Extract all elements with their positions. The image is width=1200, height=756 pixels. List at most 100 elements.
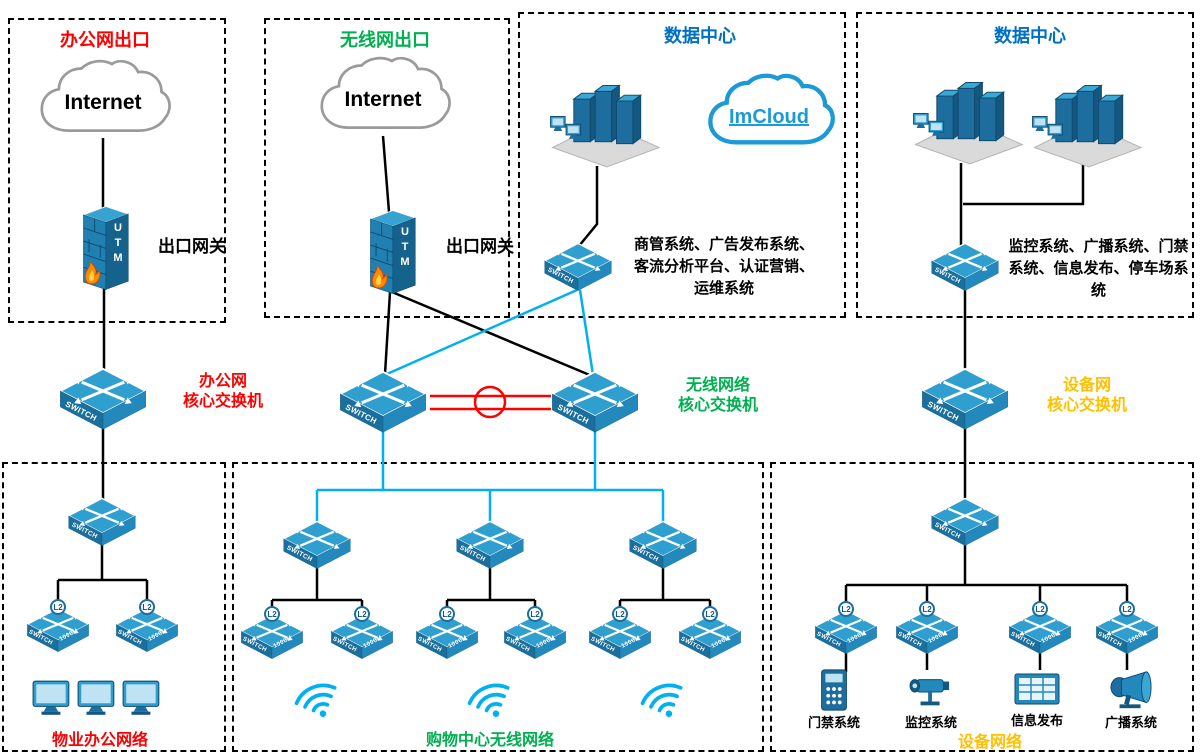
device-l2-switch-3: L2 SWITCH 1000M (1007, 601, 1073, 655)
wireless-agg-switch-3: SWITCH (627, 520, 699, 570)
monitor-icon (121, 679, 163, 717)
device-l2-switch-1: L2 SWITCH 1000M (813, 601, 879, 655)
office-core-label-line1: 办公网 (198, 373, 247, 390)
datacenter-right-switch: SWITCH (929, 242, 1001, 292)
wireless-core-switch-2: SWITCH (550, 370, 640, 434)
datacenter-servers-right-a (900, 63, 1026, 165)
l2-badge: L2 (527, 606, 543, 622)
internet-label: Internet (64, 91, 142, 114)
wireless-l2-switch-2: L2 SWITCH 1000M (329, 606, 395, 660)
switch-icon (66, 497, 138, 547)
device-l2-switch-4: L2 SWITCH 1000M (1094, 601, 1160, 655)
switch-icon (929, 497, 1001, 547)
datacenter-servers-left (537, 66, 663, 168)
monitor-icon (76, 679, 118, 717)
servers-icon (537, 66, 663, 168)
access-control-label: 门禁系统 (807, 715, 860, 730)
cctv-label: 监控系统 (904, 715, 957, 730)
l2-badge: L2 (354, 606, 370, 622)
wireless-l2-switch-4: L2 SWITCH 1000M (502, 606, 568, 660)
switch-icon (929, 242, 1001, 292)
office-core-label: 办公网 核心交换机 (158, 372, 288, 412)
camera-icon (903, 672, 959, 712)
servers-icon (900, 63, 1026, 165)
display-icon (1013, 670, 1061, 710)
switch-icon (338, 370, 428, 434)
l2-badge: L2 (264, 606, 280, 622)
l2-badge: L2 (702, 606, 718, 622)
zone-title-datacenter-left: 数据中心 (664, 26, 736, 46)
broadcast-label: 广播系统 (1104, 715, 1157, 730)
internet-cloud-office: Internet (28, 55, 178, 145)
l2-badge: L2 (139, 599, 155, 615)
switch-icon (920, 367, 1010, 431)
cctv-device (903, 672, 959, 712)
device-core-label-line2: 核心交换机 (1046, 397, 1127, 414)
wireless-core-label: 无线网络 核心交换机 (648, 376, 788, 416)
property-l2-switch-1: L2 SWITCH 1000M (25, 599, 91, 653)
servers-icon (1019, 66, 1145, 168)
switch-icon (627, 520, 699, 570)
datacenter-left-switch: SWITCH (542, 242, 614, 292)
office-pc-1 (31, 679, 73, 717)
device-network-label: 设备网络 (957, 734, 1022, 751)
internet-cloud-wireless: Internet (308, 52, 458, 142)
wireless-agg-switch-2: SWITCH (454, 520, 526, 570)
monitor-icon (31, 679, 73, 717)
utm-firewall-office: UTM (76, 202, 132, 294)
l2-badge: L2 (439, 606, 455, 622)
l2-badge: L2 (1032, 601, 1048, 617)
datacenter-servers-right-b (1019, 66, 1145, 168)
internet-label: Internet (344, 88, 422, 111)
zone-title-datacenter-right: 数据中心 (994, 26, 1066, 46)
wireless-l2-switch-1: L2 SWITCH 1000M (239, 606, 305, 660)
property-l2-switch-2: L2 SWITCH 1000M (114, 599, 180, 653)
access-control-icon (816, 668, 852, 712)
device-core-label: 设备网 核心交换机 (1022, 376, 1152, 416)
switch-icon (454, 520, 526, 570)
office-core-switch: SWITCH (58, 367, 148, 431)
wireless-l2-switch-6: L2 SWITCH 1000M (677, 606, 743, 660)
l2-badge: L2 (50, 599, 66, 615)
switch-icon (542, 242, 614, 292)
zone-title-wireless-exit: 无线网出口 (340, 30, 430, 50)
l2-badge: L2 (612, 606, 628, 622)
device-agg-switch: SWITCH (929, 497, 1001, 547)
wireless-core-label-line2: 核心交换机 (677, 397, 758, 414)
switch-icon (58, 367, 148, 431)
property-office-network-label: 物业办公网络 (51, 732, 148, 749)
device-core-switch: SWITCH (920, 367, 1010, 431)
imcloud-cloud: ImCloud (700, 68, 838, 158)
wireless-core-switch-1: SWITCH (338, 370, 428, 434)
mall-wireless-network-label: 购物中心无线网络 (425, 732, 554, 749)
systems-list-left: 商管系统、广告发布系统、客流分析平台、认证营销、运维系统 (633, 236, 814, 297)
switch-icon (281, 520, 353, 570)
office-core-label-line2: 核心交换机 (182, 393, 263, 410)
zone-title-office-exit: 办公网出口 (60, 30, 150, 50)
property-office-switch: SWITCH (66, 497, 138, 547)
access-control-device (816, 668, 852, 712)
wireless-agg-switch-1: SWITCH (281, 520, 353, 570)
wireless-core-label-line1: 无线网络 (685, 377, 750, 394)
l2-badge: L2 (919, 601, 935, 617)
broadcast-device (1105, 670, 1157, 712)
utm-firewall-wireless: UTM (363, 206, 419, 298)
gateway-label-wireless: 出口网关 (446, 237, 514, 256)
wireless-l2-switch-3: L2 SWITCH 1000M (414, 606, 480, 660)
speaker-icon (1105, 670, 1157, 712)
l2-badge: L2 (1119, 601, 1135, 617)
switch-icon (550, 370, 640, 434)
info-display-device (1013, 670, 1061, 710)
info-display-label: 信息发布 (1010, 713, 1063, 728)
l2-badge: L2 (838, 601, 854, 617)
device-l2-switch-2: L2 SWITCH 1000M (894, 601, 960, 655)
office-pc-2 (76, 679, 118, 717)
utm-label: UTM (112, 222, 124, 267)
imcloud-label: ImCloud (729, 106, 809, 128)
utm-label: UTM (399, 226, 411, 271)
office-pc-3 (121, 679, 163, 717)
device-core-label-line1: 设备网 (1062, 377, 1111, 394)
gateway-label-office: 出口网关 (158, 237, 226, 256)
systems-list-right: 监控系统、广播系统、门禁系统、信息发布、停车场系统 (1008, 238, 1189, 299)
